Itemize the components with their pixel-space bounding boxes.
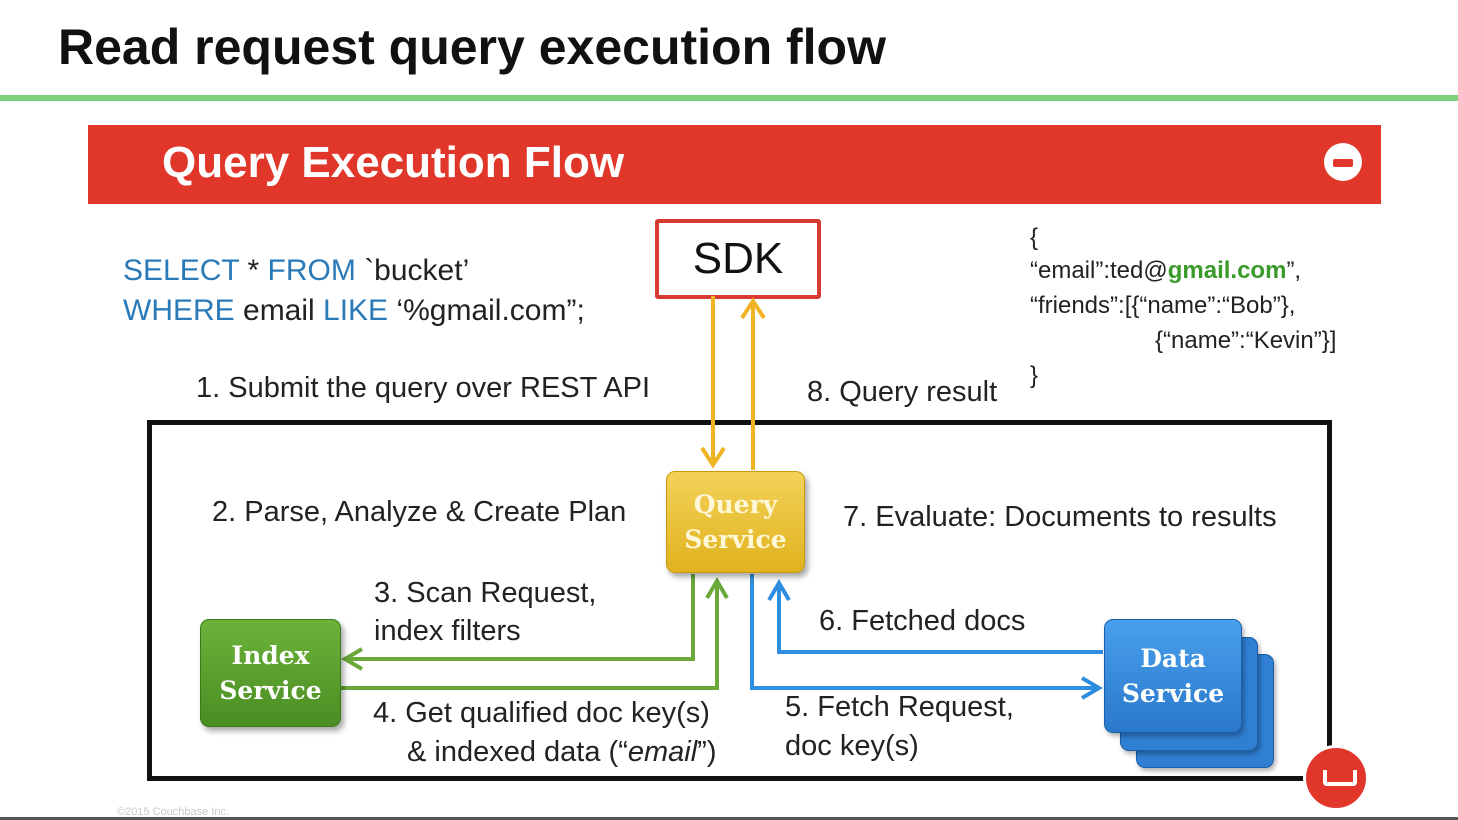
arrow-scan-request-head — [341, 647, 364, 671]
banner-bar — [88, 125, 1381, 204]
data-service-node: Data Service — [1104, 619, 1242, 733]
sql-keyword-select: SELECT — [123, 254, 240, 287]
step-4-label: 4. Get qualified doc key(s) — [373, 697, 710, 729]
json-email-domain: gmail.com — [1167, 257, 1287, 284]
couchbase-corner-logo-icon — [1303, 745, 1369, 811]
sdk-label: SDK — [692, 234, 784, 283]
step-2-label: 2. Parse, Analyze & Create Plan — [212, 496, 627, 528]
index-service-line2: Service — [219, 676, 322, 705]
sdk-box: SDK — [655, 219, 821, 299]
couchbase-logo-icon — [1324, 143, 1362, 181]
json-friends-line-2: {“name”:“Kevin”}] — [1155, 327, 1337, 354]
step-5-label: 5. Fetch Request, — [785, 691, 1014, 723]
json-open-brace: { — [1030, 224, 1039, 251]
arrow-fetched-docs — [777, 586, 1103, 654]
arrow-query-result-head — [740, 297, 766, 320]
json-email-prefix: “email”:ted@ — [1030, 257, 1168, 284]
data-service-line2: Service — [1121, 679, 1225, 708]
sql-keyword-where: WHERE — [123, 294, 235, 327]
query-service-line2: Service — [684, 525, 787, 554]
cluster-box — [147, 420, 1332, 781]
arrow-fetch-request — [750, 574, 1096, 690]
step-1-label: 1. Submit the query over REST API — [196, 372, 651, 404]
query-service-line1: Query — [693, 490, 778, 519]
arrow-submit-query-head — [700, 446, 726, 469]
arrow-qualified-keys-head — [705, 577, 729, 600]
json-close-brace: } — [1030, 362, 1039, 389]
index-service-line1: Index — [231, 641, 310, 670]
step-5-sublabel: doc key(s) — [785, 730, 919, 762]
step-4-sublabel-prefix: & indexed data (“ — [407, 736, 628, 768]
sql-text: ‘%gmail.com”; — [388, 294, 585, 327]
json-email-suffix: ”, — [1286, 257, 1302, 284]
json-email-line: “email”:ted@gmail.com”, — [1030, 257, 1301, 285]
step-3-label: 3. Scan Request, — [374, 577, 597, 609]
index-service-node: Index Service — [200, 619, 341, 727]
sql-text: * — [239, 254, 268, 287]
data-service-line1: Data — [1140, 644, 1206, 673]
sql-text: `bucket’ — [355, 254, 470, 287]
page-title: Read request query execution flow — [58, 19, 886, 75]
step-4-sublabel-suffix: ”) — [697, 736, 717, 768]
arrow-scan-request — [348, 574, 695, 661]
query-line-2: WHERE email LIKE ‘%gmail.com”; — [123, 294, 585, 328]
query-service-node: Query Service — [666, 471, 805, 573]
step-7-label: 7. Evaluate: Documents to results — [843, 501, 1277, 533]
banner-title: Query Execution Flow — [162, 138, 625, 187]
arrow-fetch-request-head — [1080, 676, 1103, 700]
step-3-sublabel: index filters — [374, 615, 521, 647]
title-divider — [0, 95, 1458, 101]
json-friends-line-1: “friends”:[{“name”:“Bob”}, — [1030, 292, 1296, 319]
footer-copyright: ©2015 Couchbase Inc. — [117, 806, 230, 818]
sql-keyword-like: LIKE — [323, 294, 389, 327]
arrow-qualified-keys — [341, 584, 719, 690]
step-4-sublabel-italic: email — [627, 736, 698, 768]
footer-divider — [0, 817, 1458, 820]
query-line-1: SELECT * FROM `bucket’ — [123, 254, 469, 288]
step-4-sublabel: & indexed data (“email”) — [407, 736, 717, 769]
step-6-label: 6. Fetched docs — [819, 605, 1026, 637]
sql-text: email — [234, 294, 324, 327]
arrow-fetched-docs-head — [767, 579, 791, 602]
step-8-label: 8. Query result — [807, 376, 998, 408]
sql-keyword-from: FROM — [267, 254, 356, 287]
